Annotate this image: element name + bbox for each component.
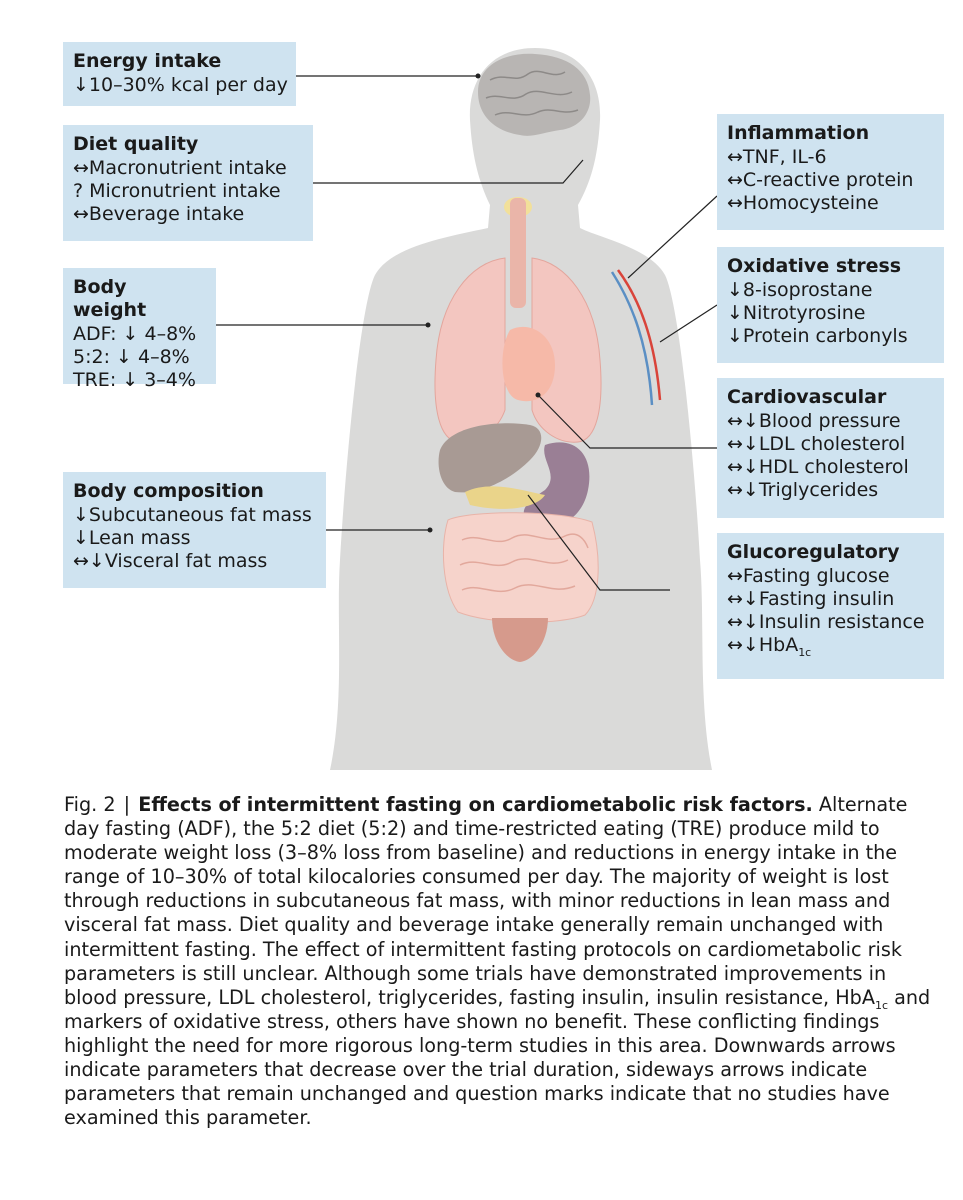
hba1c-subscript: 1c [798, 646, 812, 659]
cardiovascular-line: ↔↓Triglycerides [727, 479, 879, 501]
caption-text-part2: and markers of oxidative stress, others … [64, 985, 931, 1130]
figure-illustration: Energy intake ↓10–30% kcal per day Diet … [63, 42, 944, 770]
energy-intake-line: ↓10–30% kcal per day [73, 74, 288, 96]
glucoregulatory-title: Glucoregulatory [727, 541, 900, 563]
body-composition-line: ↓Lean mass [73, 527, 191, 549]
diet-quality-line: ↔Macronutrient intake [73, 157, 287, 179]
liver-shape [438, 423, 542, 493]
body-weight-line: ADF: ↓ 4–8% [73, 323, 197, 345]
oxidative-stress-line: ↓Protein carbonyls [727, 325, 908, 347]
right-lung [531, 257, 602, 443]
heart-shape [502, 326, 555, 402]
cardiovascular-line: ↔↓Blood pressure [727, 410, 901, 432]
body-illustration [216, 48, 718, 770]
leader-lines [216, 75, 718, 591]
body-weight-line: 5:2: ↓ 4–8% [73, 346, 190, 368]
pancreas-shape [465, 486, 545, 509]
energy-intake-box: Energy intake ↓10–30% kcal per day [63, 42, 296, 106]
cardiovascular-line: ↔↓LDL cholesterol [727, 433, 906, 455]
body-weight-box: Body weight ADF: ↓ 4–8% 5:2: ↓ 4–8% TRE:… [63, 268, 216, 391]
glucoregulatory-hba1c-line: ↔↓HbA1c [727, 634, 934, 664]
glucoregulatory-line: ↔Fasting glucose [727, 565, 890, 587]
stomach-shape [523, 442, 590, 526]
bladder-shape [492, 618, 548, 662]
body-composition-line: ↓Subcutaneous fat mass [73, 504, 312, 526]
inflammation-box: Inflammation ↔TNF, IL-6 ↔C-reactive prot… [717, 114, 944, 230]
cardiovascular-line: ↔↓HDL cholesterol [727, 456, 909, 478]
intestine-shape [442, 512, 599, 623]
body-composition-box: Body composition ↓Subcutaneous fat mass … [63, 472, 326, 588]
inflammation-line: ↔C-reactive protein [727, 169, 914, 191]
cardiovascular-box: Cardiovascular ↔↓Blood pressure ↔↓LDL ch… [717, 378, 944, 518]
glucoregulatory-line: ↔↓Fasting insulin [727, 588, 895, 610]
oxidative-stress-title: Oxidative stress [727, 255, 902, 277]
hba1c-label: ↔↓HbA [727, 634, 799, 656]
diet-quality-line: ↔Beverage intake [73, 203, 245, 225]
inflammation-line: ↔Homocysteine [727, 192, 879, 214]
artery-line [616, 269, 662, 401]
caption-title: Effects of intermittent fasting on cardi… [138, 793, 813, 816]
body-composition-line: ↔↓Visceral fat mass [73, 550, 268, 572]
body-weight-line: TRE: ↓ 3–4% [73, 369, 196, 391]
body-composition-title: Body composition [73, 480, 264, 502]
brain-shape [478, 53, 591, 136]
leader-dots [425, 73, 541, 533]
trachea-shape [510, 198, 526, 308]
brain-folds [485, 70, 579, 116]
oxidative-stress-box: Oxidative stress ↓8-isoprostane ↓Nitroty… [717, 247, 944, 363]
caption-text-part1: Alternate day fasting (ADF), the 5:2 die… [64, 793, 908, 1009]
diet-quality-box: Diet quality ↔Macronutrient intake ? Mic… [63, 125, 313, 241]
cardiovascular-title: Cardiovascular [727, 386, 887, 408]
caption-label: Fig. 2 [64, 793, 116, 816]
intestine-folds [459, 533, 589, 593]
glucoregulatory-line: ↔↓Insulin resistance [727, 611, 925, 633]
energy-intake-title: Energy intake [73, 50, 222, 72]
figure-caption: Fig. 2 | Effects of intermittent fasting… [64, 793, 944, 1130]
glucoregulatory-box: Glucoregulatory ↔Fasting glucose ↔↓Fasti… [717, 533, 944, 679]
inflammation-line: ↔TNF, IL-6 [727, 146, 827, 168]
caption-separator: | [123, 793, 131, 816]
body-weight-title: Body weight [73, 276, 147, 321]
vein-line [610, 271, 654, 406]
caption-subscript: 1c [874, 998, 889, 1012]
oxidative-stress-line: ↓8-isoprostane [727, 279, 873, 301]
inflammation-title: Inflammation [727, 122, 870, 144]
diet-quality-line: ? Micronutrient intake [73, 180, 281, 202]
diet-quality-title: Diet quality [73, 133, 199, 155]
oxidative-stress-line: ↓Nitrotyrosine [727, 302, 866, 324]
